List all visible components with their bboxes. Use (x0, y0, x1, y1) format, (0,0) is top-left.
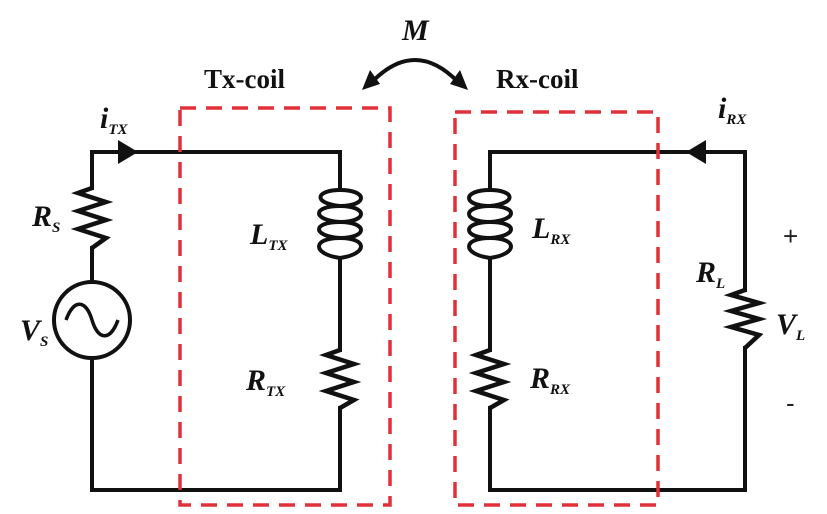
rx-circuit-wires (488, 150, 747, 492)
lrx-inductor-icon (467, 188, 513, 261)
rx-coil-box (453, 110, 660, 507)
mutual-label: M (401, 14, 430, 47)
rs-label: RS (31, 200, 60, 236)
vs-label: VS (20, 314, 48, 350)
mutual-coupling-arrow-icon (362, 58, 468, 90)
rl-resistor-icon (722, 287, 768, 350)
vs-source-icon (52, 280, 132, 360)
ltx-label: LTX (249, 218, 288, 254)
i-tx-label: iTX (100, 102, 129, 138)
i-rx-label: iRX (718, 92, 747, 128)
rrx-label: RRX (529, 362, 571, 398)
tx-circuit-wires (90, 150, 342, 492)
tx-coil-title: Tx-coil (204, 64, 285, 94)
rrx-resistor-icon (468, 347, 512, 410)
vl-minus-sign: - (786, 388, 795, 418)
lrx-label: LRX (531, 212, 571, 248)
rl-label: RL (695, 256, 725, 292)
rs-resistor-icon (70, 185, 114, 250)
rx-coil-title: Rx-coil (496, 64, 579, 94)
vl-label: VL (776, 308, 805, 344)
ltx-inductor-icon (317, 188, 363, 261)
rtx-resistor-icon (318, 347, 362, 410)
rtx-label: RTX (245, 364, 286, 400)
tx-coil-box (178, 106, 392, 507)
i-rx-arrow-icon (686, 140, 706, 164)
vl-plus-sign: + (783, 221, 798, 251)
i-tx-arrow-icon (118, 140, 138, 164)
